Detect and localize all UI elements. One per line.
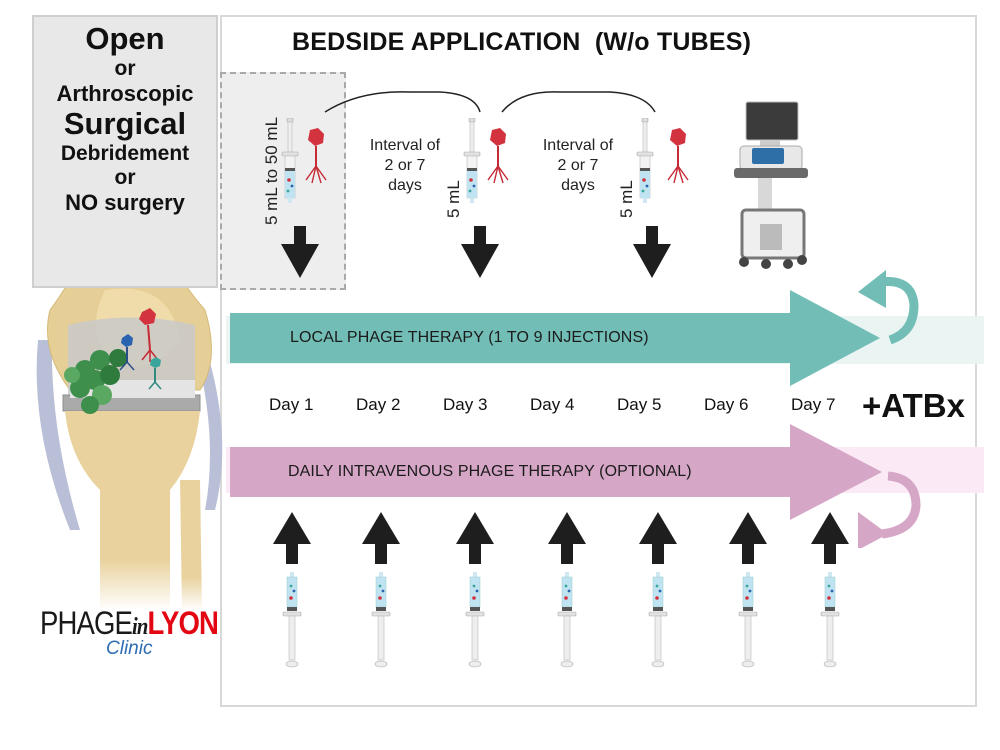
day-label: Day 5 [617, 395, 662, 414]
antibiotics-label: +ATBx [862, 387, 965, 424]
interval-line: 2 or 7 [384, 157, 426, 174]
syringe-icon [463, 118, 481, 203]
logo-phage: PHAGEinLYON [40, 605, 219, 642]
phage-in-lyon-logo: PHAGEinLYON Clinic [40, 605, 247, 660]
bacteriophage-icon [305, 128, 327, 184]
up-arrow-icon [548, 512, 586, 564]
interval-label-2: Interval of 2 or 7 days [523, 136, 633, 196]
surgery-line-or: or [114, 56, 136, 80]
syringe-icon [738, 572, 758, 668]
iv-therapy-label: DAILY INTRAVENOUS PHAGE THERAPY (OPTIONA… [288, 463, 692, 480]
interval-line: days [388, 177, 422, 194]
syringe-icon [636, 118, 654, 203]
interval-line: Interval of [369, 137, 441, 154]
interval-line: Interval of [542, 137, 614, 154]
day-label: Day 1 [269, 395, 314, 414]
iv-therapy-arrow [230, 424, 882, 520]
local-therapy-arrow [230, 290, 880, 386]
bacteriophage-icon [487, 128, 509, 184]
syringe-icon [282, 572, 302, 668]
logo-in-text: in [132, 614, 148, 640]
local-therapy-label: LOCAL PHAGE THERAPY (1 TO 9 INJECTIONS) [290, 329, 649, 346]
interval-label-1: Interval of 2 or 7 days [350, 136, 460, 196]
up-arrow-icon [273, 512, 311, 564]
down-arrow-icon [633, 226, 671, 278]
ultrasound-machine-icon [734, 101, 808, 269]
down-arrow-icon [461, 226, 499, 278]
surgery-options-box: Open or Arthroscopic Surgical Debridemen… [32, 15, 218, 288]
logo-clinic-text: Clinic [106, 638, 153, 659]
repeat-arrow-icon [858, 471, 921, 548]
interval-line: 2 or 7 [557, 157, 599, 174]
bacteriophage-icon [667, 128, 689, 184]
day-label: Day 3 [443, 395, 488, 414]
up-arrow-icon [811, 512, 849, 564]
interval-arcs [324, 91, 656, 113]
day-label: Day 2 [356, 395, 401, 414]
down-arrow-icon [281, 226, 319, 278]
up-arrow-icon [362, 512, 400, 564]
day-label: Day 6 [704, 395, 749, 414]
surgery-line-no-surgery: NO surgery [65, 190, 185, 215]
surgery-line-surgical: Surgical [63, 106, 187, 142]
syringe-icon [281, 118, 299, 203]
syringe-icon [820, 572, 840, 668]
day-label: Day 7 [791, 395, 836, 414]
syringe-icon [465, 572, 485, 668]
up-arrow-icon [639, 512, 677, 564]
first-dose-box [220, 72, 346, 290]
up-arrow-icon [729, 512, 767, 564]
syringe-icon [648, 572, 668, 668]
surgery-line-open: Open [85, 21, 165, 56]
diagram-title: BEDSIDE APPLICATION (W/o TUBES) [292, 28, 752, 56]
repeat-arrow-icon [858, 270, 919, 345]
surgery-line-debridement: Debridement [60, 141, 190, 165]
up-arrow-icon [456, 512, 494, 564]
syringe-icon [371, 572, 391, 668]
syringe-icon [557, 572, 577, 668]
logo-lyon-text: LYON [147, 605, 219, 641]
logo-phage-text: PHAGE [40, 605, 133, 641]
interval-line: days [561, 177, 595, 194]
surgery-line-or-2: or [114, 165, 136, 189]
bacteriophage-icon [139, 308, 159, 362]
surgery-line-arthroscopic: Arthroscopic [56, 80, 194, 106]
day-label: Day 4 [530, 395, 575, 414]
